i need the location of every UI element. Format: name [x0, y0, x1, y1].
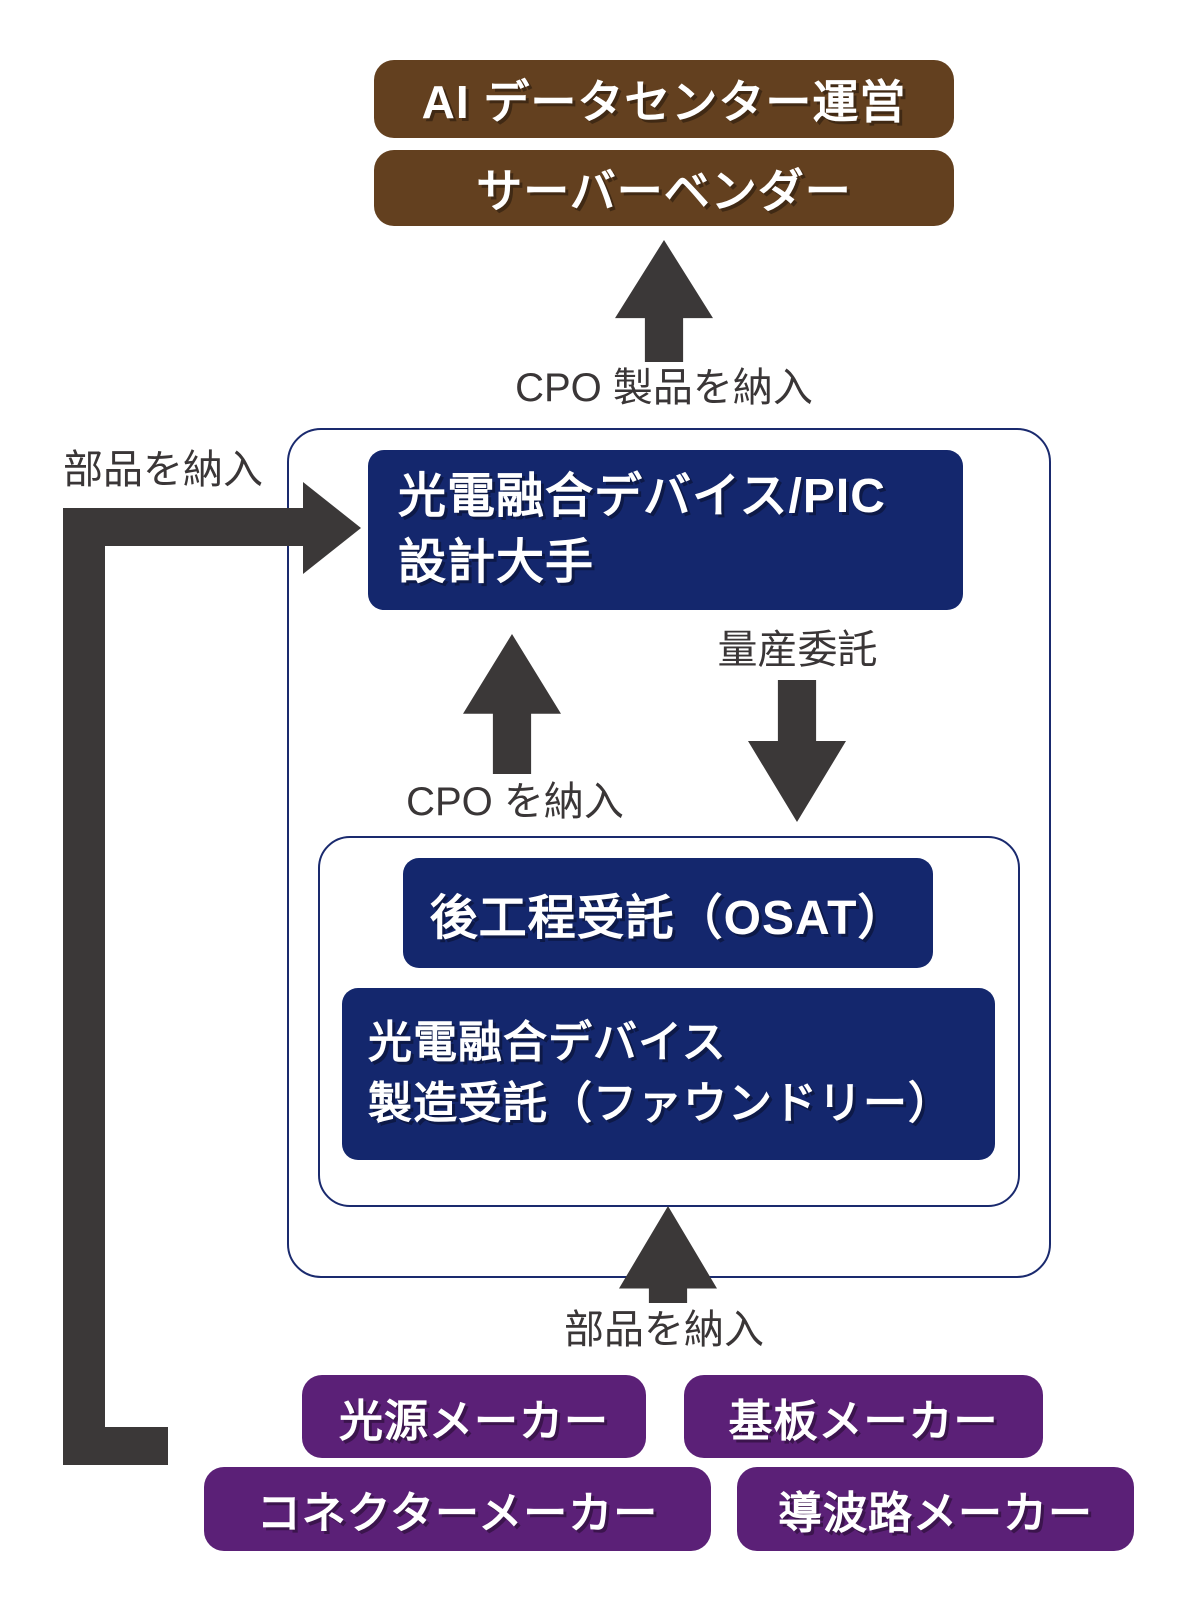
- pic-design-line2: 設計大手: [398, 536, 595, 589]
- pic-design-line1: 光電融合デバイス/PIC: [398, 469, 886, 523]
- server-vendor-box: サーバーベンダー: [374, 150, 954, 226]
- pic-design-box: 光電融合デバイス/PIC 設計大手: [368, 450, 963, 610]
- parts-delivery-left-label: 部品を納入: [63, 448, 263, 492]
- light-source-maker-box: 光源メーカー: [302, 1375, 646, 1458]
- foundry-line1: 光電融合デバイス: [368, 1018, 727, 1068]
- osat-box: 後工程受託（OSAT）: [403, 858, 933, 968]
- parts-delivery-bottom-label: 部品を納入: [564, 1308, 764, 1352]
- contract-manufacturers-frame: [318, 836, 1020, 1207]
- connector-maker-box: コネクターメーカー: [204, 1467, 711, 1551]
- cpo-product-delivery-label: CPO 製品を納入: [515, 366, 813, 410]
- elbow-arrow-foot-bar: [63, 1427, 168, 1465]
- mass-production-label: 量産委託: [717, 628, 878, 672]
- foundry-line2: 製造受託（ファウンドリー）: [368, 1079, 953, 1128]
- waveguide-maker-box: 導波路メーカー: [737, 1467, 1134, 1551]
- foundry-box: 光電融合デバイス 製造受託（ファウンドリー）: [342, 988, 995, 1160]
- elbow-arrow-vertical-bar: [63, 508, 105, 1465]
- ai-datacenter-operator-box: AI データセンター運営: [374, 60, 954, 138]
- substrate-maker-box: 基板メーカー: [684, 1375, 1043, 1458]
- up-arrow-icon: [615, 240, 713, 362]
- cpo-delivery-label: CPO を納入: [406, 780, 624, 824]
